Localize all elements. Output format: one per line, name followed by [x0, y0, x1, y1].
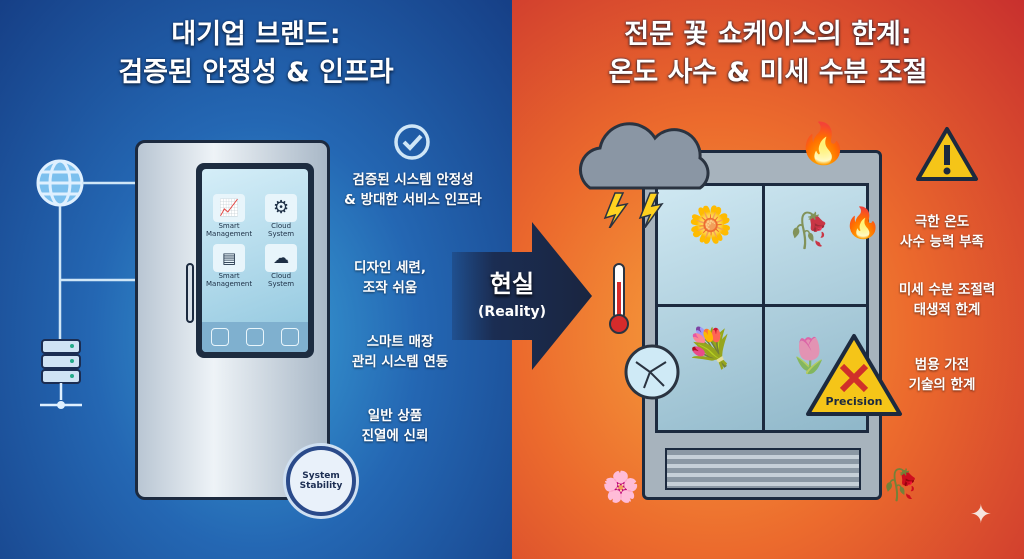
note-line: 진열에 신뢰: [361, 428, 429, 444]
document-icon: ▤: [213, 244, 246, 272]
app-label: Management: [206, 230, 253, 238]
note-line: 조작 쉬움: [362, 280, 418, 296]
cloud-icon: ☁: [265, 244, 298, 272]
reality-sublabel: (Reality): [478, 304, 546, 320]
fallen-rose: 🥀: [882, 468, 920, 503]
frozen-flower: 🌷: [788, 336, 831, 376]
sparkle-icon: ✦: [970, 500, 992, 530]
wilted-flower: 🥀: [788, 211, 831, 251]
network-diagram: [36, 159, 138, 409]
system-stability-badge: System Stability: [286, 446, 356, 516]
check-circle-icon: [394, 124, 430, 160]
bulb-icon[interactable]: [281, 328, 300, 346]
vent-grille: [665, 448, 861, 490]
globe-icon: [36, 159, 84, 207]
door-handle: [186, 263, 194, 323]
cracked-ice-icon: [624, 344, 680, 400]
note-line: 미세 수분 조절력: [898, 282, 996, 298]
app-label: Cloud: [271, 272, 292, 280]
right-panel-flower-showcase: 전문 꽃 쇼케이스의 한계: 온도 사수 & 미세 수분 조절 🌼 🥀 💐 🌷 …: [512, 0, 1024, 559]
flower-bouquet: 💐: [686, 326, 734, 370]
note-line: 범용 가전: [914, 357, 970, 373]
left-note-stability: 검증된 시스템 안정성 & 방대한 서비스 인프라: [318, 170, 508, 210]
note-line: 스마트 매장: [366, 334, 434, 350]
note-line: & 방대한 서비스 인프라: [344, 192, 482, 208]
app-label: Management: [206, 280, 253, 288]
note-line: 관리 시스템 연동: [351, 354, 449, 370]
briefcase-icon[interactable]: [245, 328, 264, 346]
note-line: 태생적 한계: [913, 302, 981, 318]
fire-icon: 🔥: [844, 206, 882, 241]
chart-icon: 📈: [213, 194, 246, 222]
server-icon: [40, 339, 82, 409]
badge-line: System: [302, 471, 340, 481]
note-line: 검증된 시스템 안정성: [352, 172, 474, 188]
thermometer-icon: [609, 263, 629, 334]
note-line: 일반 상품: [367, 408, 423, 424]
flower-vase: 🌼: [688, 205, 733, 246]
warning-triangle-icon: [916, 127, 978, 181]
lightning-icon: [603, 192, 629, 228]
note-line: 기술의 한계: [908, 377, 976, 393]
gear-icon: ⚙: [265, 194, 298, 222]
app-label: System: [268, 230, 295, 238]
note-line: 극한 온도: [914, 214, 970, 230]
fallen-flower: 🌸: [602, 470, 640, 505]
fire-icon: 🔥: [798, 121, 848, 167]
app-label: System: [268, 280, 295, 288]
reality-arrow: [452, 222, 592, 370]
right-title-line2: 온도 사수 & 미세 수분 조절: [608, 57, 928, 88]
left-title-line1: 대기업 브랜드:: [171, 19, 341, 50]
storm-cloud-icon: [579, 122, 710, 228]
left-title: 대기업 브랜드: 검증된 안정성 & 인프라: [0, 16, 512, 92]
reality-label: 현실: [489, 270, 535, 298]
left-title-line2: 검증된 안정성 & 인프라: [118, 57, 394, 88]
app-label: Cloud: [271, 222, 292, 230]
left-note-design: 디자인 세련, 조작 쉬움: [330, 258, 450, 298]
right-title-line1: 전문 꽃 쇼케이스의 한계:: [624, 19, 912, 50]
menu-icon[interactable]: [210, 328, 229, 346]
app-label: Smart: [218, 272, 240, 280]
precision-warning-sign: Precision: [804, 332, 904, 418]
app-label: Smart: [218, 222, 240, 230]
right-title: 전문 꽃 쇼케이스의 한계: 온도 사수 & 미세 수분 조절: [512, 16, 1024, 92]
precision-label: Precision: [825, 395, 883, 408]
note-line: 디자인 세련,: [354, 260, 426, 276]
badge-line: Stability: [299, 481, 343, 491]
note-line: 사수 능력 부족: [900, 234, 984, 250]
